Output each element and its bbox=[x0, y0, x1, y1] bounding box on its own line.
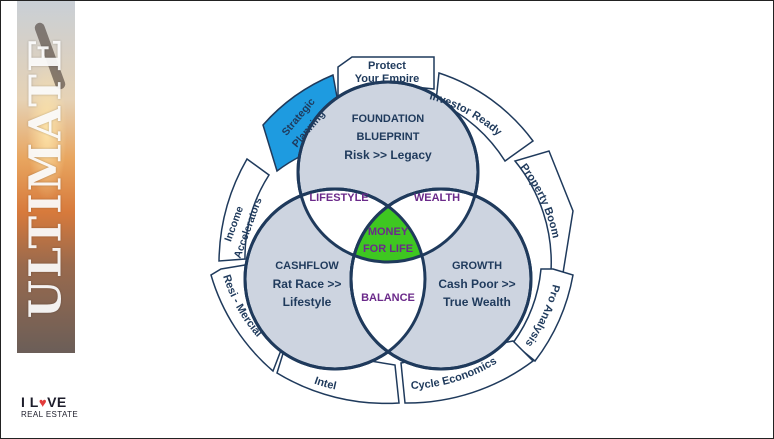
label-wealth: WEALTH bbox=[414, 192, 460, 204]
label-true-wealth: True Wealth bbox=[443, 295, 511, 309]
segment-pro-analysis[interactable] bbox=[511, 268, 574, 363]
center-money-region[interactable] bbox=[349, 189, 531, 369]
sidebar-banner: ULTIMATE bbox=[17, 1, 75, 353]
heart-icon: ♥ bbox=[38, 395, 48, 410]
label-balance: BALANCE bbox=[361, 292, 415, 304]
segment-cycle-economics[interactable] bbox=[400, 340, 535, 404]
label-growth: GROWTH bbox=[452, 260, 502, 272]
label-cash-poor: Cash Poor >> bbox=[438, 277, 515, 291]
label-for-life: FOR LIFE bbox=[363, 243, 413, 255]
segment-income-accelerators[interactable] bbox=[218, 157, 271, 262]
label-risk-legacy: Risk >> Legacy bbox=[344, 148, 432, 162]
label-lifestyle: LIFESTYLE bbox=[309, 192, 368, 204]
segment-strategic-planning[interactable] bbox=[262, 73, 338, 173]
label-blueprint: BLUEPRINT bbox=[357, 131, 420, 143]
label-rat-race: Rat Race >> bbox=[273, 277, 342, 291]
venn-circles bbox=[243, 80, 533, 371]
logo-line1: I L♥VE bbox=[21, 394, 67, 411]
logo-line2: REAL ESTATE bbox=[21, 410, 79, 419]
label-money: MONEY bbox=[368, 226, 409, 238]
brand-logo: I L♥VE REAL ESTATE bbox=[21, 395, 91, 425]
label-protect-1: Protect bbox=[368, 60, 406, 72]
label-protect-2: Your Empire bbox=[355, 73, 420, 85]
label-foundation: FOUNDATION bbox=[352, 113, 425, 125]
label-lifestyle-goal: Lifestyle bbox=[283, 295, 332, 309]
label-cashflow: CASHFLOW bbox=[275, 260, 339, 272]
